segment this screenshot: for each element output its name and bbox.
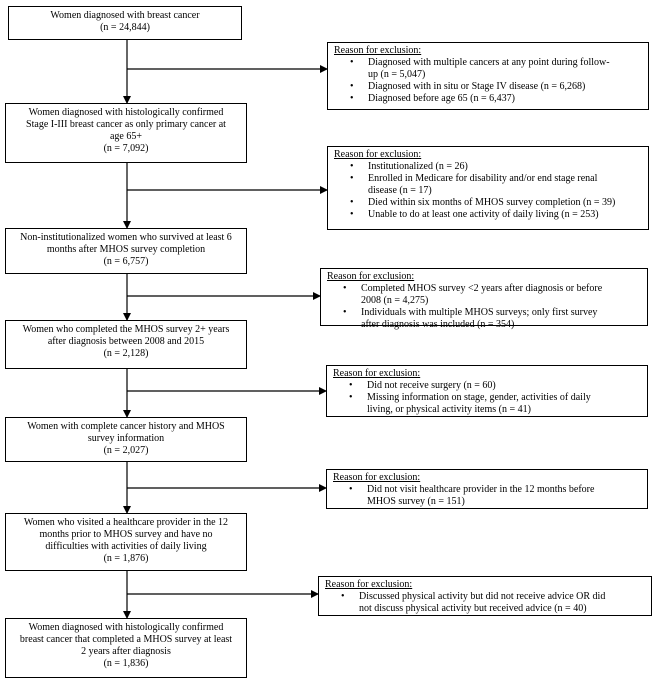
exclusion-box-4-title: Reason for exclusion: <box>333 368 421 379</box>
exclusion-item-text: Missing information on stage, gender, ac… <box>367 392 591 403</box>
exclusion-item-text: Diagnosed with multiple cancers at any p… <box>368 57 610 68</box>
exclusion-item-text: Individuals with multiple MHOS surveys; … <box>361 307 598 318</box>
exclusion-box-1: Reason for exclusion: Diagnosed with mul… <box>327 42 649 110</box>
main-box-2: Women diagnosed with histologically conf… <box>5 103 247 163</box>
exclusion-item-text: disease (n = 17) <box>368 185 432 196</box>
main-box-1-line-1: Women diagnosed with breast cancer <box>50 10 200 21</box>
exclusion-item: Did not receive surgery (n = 60) <box>349 380 641 392</box>
exclusion-item: Unable to do at least one activity of da… <box>350 209 642 221</box>
exclusion-item-text: Did not visit healthcare provider in the… <box>367 484 595 495</box>
exclusion-item: Diagnosed with in situ or Stage IV disea… <box>350 81 642 93</box>
exclusion-box-6-list: Discussed physical activity but did not … <box>325 591 645 615</box>
main-box-7-line-4: (n = 1,836) <box>103 658 149 669</box>
main-box-7-line-3: 2 years after diagnosis <box>81 646 171 657</box>
exclusion-item-text: Diagnosed before age 65 (n = 6,437) <box>368 93 515 104</box>
exclusion-box-5-title: Reason for exclusion: <box>333 472 421 483</box>
main-box-6-line-1: Women who visited a healthcare provider … <box>23 517 229 528</box>
main-box-4-line-1: Women who completed the MHOS survey 2+ y… <box>22 324 230 335</box>
exclusion-box-3-title: Reason for exclusion: <box>327 271 415 282</box>
main-box-4-line-2: after diagnosis between 2008 and 2015 <box>47 336 205 347</box>
exclusion-box-1-list: Diagnosed with multiple cancers at any p… <box>334 57 642 105</box>
exclusion-item: Diagnosed with multiple cancers at any p… <box>350 57 642 81</box>
main-box-3-line-1: Non-institutionalized women who survived… <box>20 232 232 243</box>
main-box-4: Women who completed the MHOS survey 2+ y… <box>5 320 247 369</box>
main-box-5-line-2: survey information <box>87 433 165 444</box>
exclusion-item-text: Did not receive surgery (n = 60) <box>367 380 496 391</box>
main-box-7: Women diagnosed with histologically conf… <box>5 618 247 678</box>
exclusion-item-text: not discuss physical activity but receiv… <box>359 603 587 614</box>
exclusion-item: Missing information on stage, gender, ac… <box>349 392 641 416</box>
exclusion-item: Discussed physical activity but did not … <box>341 591 645 615</box>
exclusion-item-text: Institutionalized (n = 26) <box>368 161 468 172</box>
exclusion-item: Did not visit healthcare provider in the… <box>349 484 641 508</box>
main-box-3-line-2: months after MHOS survey completion <box>46 244 206 255</box>
exclusion-item-text: living, or physical activity items (n = … <box>367 404 531 415</box>
main-box-2-line-4: (n = 7,092) <box>103 143 149 154</box>
main-box-2-line-2: Stage I-III breast cancer as only primar… <box>26 119 226 130</box>
exclusion-item-text: up (n = 5,047) <box>368 69 426 80</box>
exclusion-box-5-list: Did not visit healthcare provider in the… <box>333 484 641 508</box>
main-box-7-line-1: Women diagnosed with histologically conf… <box>28 622 224 633</box>
exclusion-item: Individuals with multiple MHOS surveys; … <box>343 307 641 331</box>
main-box-5-line-3: (n = 2,027) <box>103 445 149 456</box>
main-box-6-line-2: months prior to MHOS survey and have no <box>39 529 213 540</box>
exclusion-item-text: Died within six months of MHOS survey co… <box>368 197 616 208</box>
main-box-6: Women who visited a healthcare provider … <box>5 513 247 571</box>
main-box-5-line-1: Women with complete cancer history and M… <box>27 421 225 432</box>
exclusion-item: Diagnosed before age 65 (n = 6,437) <box>350 93 642 105</box>
exclusion-box-6-title: Reason for exclusion: <box>325 579 413 590</box>
exclusion-box-3: Reason for exclusion: Completed MHOS sur… <box>320 268 648 330</box>
main-box-2-line-3: age 65+ <box>109 131 143 142</box>
main-box-2-line-1: Women diagnosed with histologically conf… <box>28 107 224 118</box>
exclusion-item: Institutionalized (n = 26) <box>350 161 642 173</box>
exclusion-box-6: Reason for exclusion: Discussed physical… <box>318 576 652 616</box>
exclusion-box-4: Reason for exclusion: Did not receive su… <box>326 365 648 417</box>
main-box-1-line-2: (n = 24,844) <box>100 22 150 33</box>
exclusion-box-4-list: Did not receive surgery (n = 60) Missing… <box>333 380 641 416</box>
main-box-7-line-2: breast cancer that completed a MHOS surv… <box>19 634 233 645</box>
exclusion-box-3-list: Completed MHOS survey <2 years after dia… <box>327 283 641 331</box>
main-box-6-line-3: difficulties with activities of daily li… <box>45 541 207 552</box>
exclusion-item: Died within six months of MHOS survey co… <box>350 197 642 209</box>
exclusion-item-text: Enrolled in Medicare for disability and/… <box>368 173 598 184</box>
exclusion-box-1-title: Reason for exclusion: <box>334 45 422 56</box>
main-box-6-line-4: (n = 1,876) <box>103 553 149 564</box>
exclusion-box-2-list: Institutionalized (n = 26) Enrolled in M… <box>334 161 642 221</box>
exclusion-box-2-title: Reason for exclusion: <box>334 149 422 160</box>
main-box-5: Women with complete cancer history and M… <box>5 417 247 462</box>
exclusion-box-2: Reason for exclusion: Institutionalized … <box>327 146 649 230</box>
main-box-3-line-3: (n = 6,757) <box>103 256 149 267</box>
main-box-1: Women diagnosed with breast cancer (n = … <box>8 6 242 40</box>
main-box-3: Non-institutionalized women who survived… <box>5 228 247 274</box>
exclusion-item-text: 2008 (n = 4,275) <box>361 295 429 306</box>
exclusion-item-text: Diagnosed with in situ or Stage IV disea… <box>368 81 586 92</box>
exclusion-item-text: MHOS survey (n = 151) <box>367 496 465 507</box>
exclusion-box-5: Reason for exclusion: Did not visit heal… <box>326 469 648 509</box>
exclusion-item: Completed MHOS survey <2 years after dia… <box>343 283 641 307</box>
exclusion-item-text: Discussed physical activity but did not … <box>359 591 606 602</box>
exclusion-item-text: after diagnosis was included (n = 354) <box>361 319 515 330</box>
exclusion-item: Enrolled in Medicare for disability and/… <box>350 173 642 197</box>
main-box-4-line-3: (n = 2,128) <box>103 348 149 359</box>
exclusion-item-text: Completed MHOS survey <2 years after dia… <box>361 283 603 294</box>
exclusion-item-text: Unable to do at least one activity of da… <box>368 209 599 220</box>
